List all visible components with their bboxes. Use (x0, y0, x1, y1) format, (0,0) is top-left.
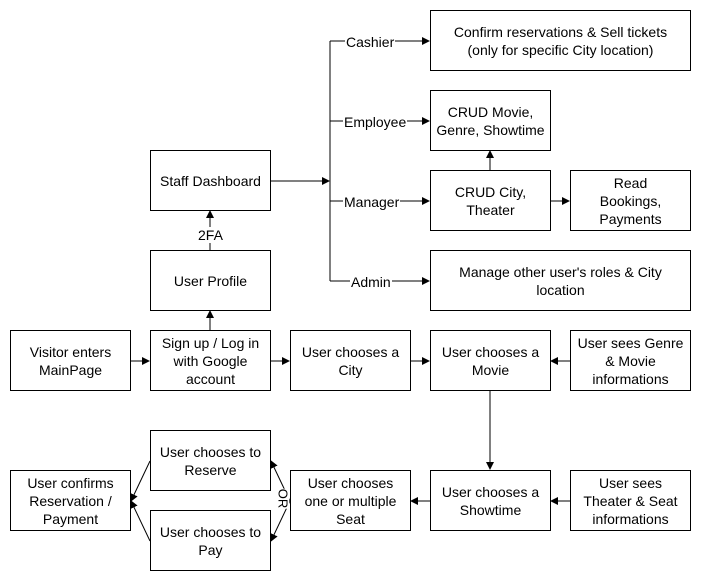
choose-showtime-box: User chooses a Showtime (430, 470, 551, 531)
employee-action-text: CRUD Movie, Genre, Showtime (436, 103, 545, 138)
sees-genre-box: User sees Genre & Movie informations (570, 330, 691, 391)
cashier-action-text: Confirm reservations & Sell tickets (onl… (453, 23, 668, 58)
signup-box: Sign up / Log in with Google account (150, 330, 271, 391)
visitor-text: Visitor enters MainPage (29, 343, 112, 378)
edge-label-or: OR (275, 488, 291, 509)
read-bookings-box: Read Bookings, Payments (570, 170, 691, 231)
staff-dashboard-box: Staff Dashboard (150, 150, 271, 211)
choose-city-text: User chooses a City (301, 343, 400, 378)
admin-action-text: Manage other user's roles & City locatio… (459, 263, 662, 298)
confirm-text: User confirms Reservation / Payment (27, 474, 114, 527)
user-profile-text: User Profile (173, 272, 248, 289)
confirm-box: User confirms Reservation / Payment (10, 470, 131, 531)
choose-seat-text: User chooses one or multiple Seat (304, 474, 397, 527)
choose-pay-text: User chooses to Pay (159, 523, 262, 558)
choose-reserve-box: User chooses to Reserve (150, 430, 271, 491)
edge-reserve-confirm (130, 460, 151, 502)
manager-action-text: CRUD City, Theater (454, 183, 527, 218)
edge-label-admin: Admin (350, 274, 392, 290)
admin-action-box: Manage other user's roles & City locatio… (430, 250, 691, 311)
edge-label-2fa: 2FA (197, 227, 224, 243)
staff-dashboard-text: Staff Dashboard (160, 172, 261, 189)
cashier-action-box: Confirm reservations & Sell tickets (onl… (430, 10, 691, 71)
signup-text: Sign up / Log in with Google account (161, 334, 260, 387)
edge-label-manager: Manager (343, 194, 401, 210)
manager-action-box: CRUD City, Theater (430, 170, 551, 231)
read-bookings-text: Read Bookings, Payments (599, 174, 662, 227)
choose-showtime-text: User chooses a Showtime (441, 483, 540, 518)
employee-action-box: CRUD Movie, Genre, Showtime (430, 90, 551, 151)
choose-movie-box: User chooses a Movie (430, 330, 551, 391)
user-profile-box: User Profile (150, 250, 271, 311)
visitor-box: Visitor enters MainPage (10, 330, 131, 391)
choose-pay-box: User chooses to Pay (150, 510, 271, 571)
sees-theater-box: User sees Theater & Seat informations (570, 470, 691, 531)
choose-city-box: User chooses a City (290, 330, 411, 391)
edge-pay-confirm (130, 500, 151, 542)
choose-seat-box: User chooses one or multiple Seat (290, 470, 411, 531)
choose-movie-text: User chooses a Movie (441, 343, 540, 378)
edge-label-cashier: Cashier (345, 34, 396, 50)
edge-label-employee: Employee (343, 114, 408, 130)
sees-theater-text: User sees Theater & Seat informations (583, 474, 678, 527)
choose-reserve-text: User chooses to Reserve (159, 443, 262, 478)
sees-genre-text: User sees Genre & Movie informations (577, 334, 684, 387)
